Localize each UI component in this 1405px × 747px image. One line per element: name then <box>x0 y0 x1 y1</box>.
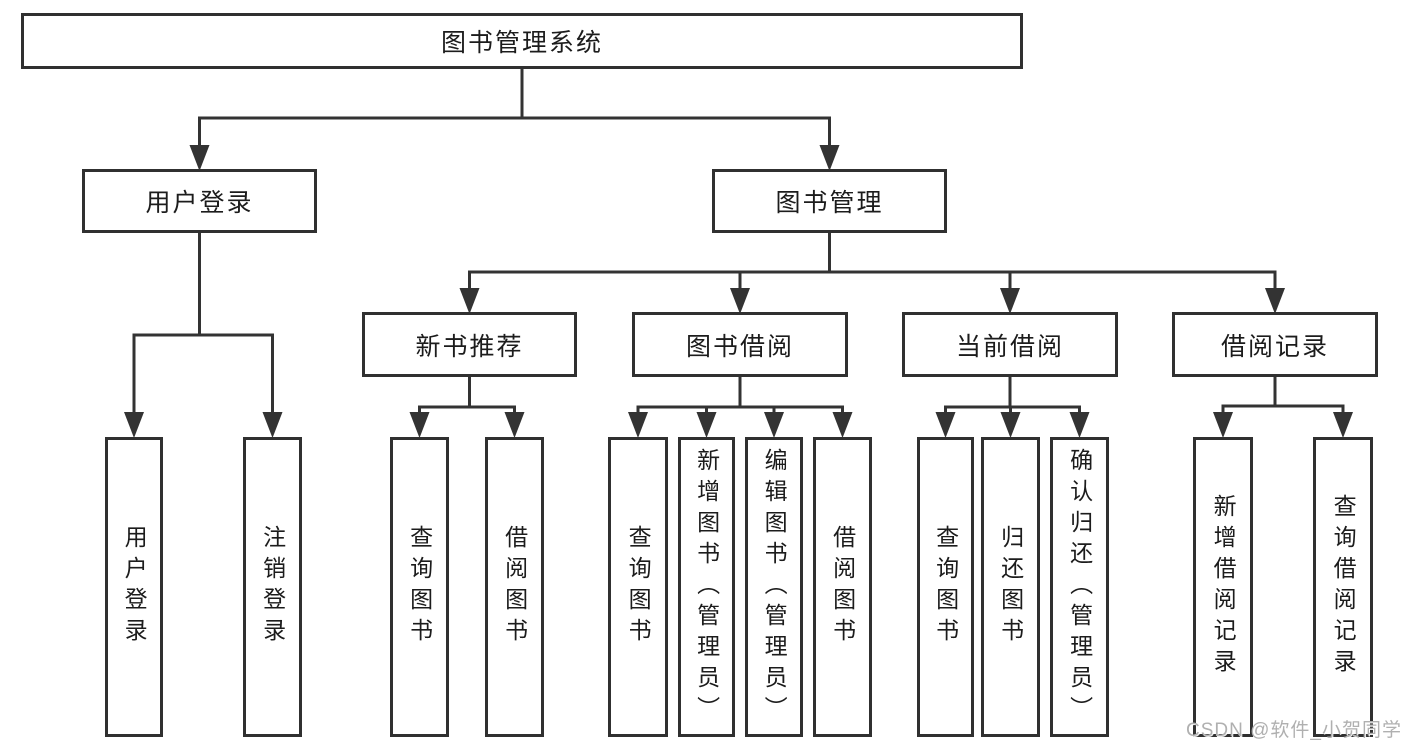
leaf-query-books-label: 查询图书 <box>625 525 652 649</box>
leaf-borrow-books: 借阅图书 <box>485 437 544 737</box>
leaf-edit-books-admin: 编辑图书（管理员） <box>745 437 803 737</box>
node-book-borrowing: 图书借阅 <box>632 312 848 377</box>
leaf-user-login-label: 用户登录 <box>121 525 148 649</box>
leaf-confirm-return-admin-label: 确认归还（管理员） <box>1066 447 1093 727</box>
leaf-query-borrow-record-label: 查询借阅记录 <box>1330 494 1357 680</box>
leaf-return-books-label: 归还图书 <box>997 525 1024 649</box>
leaf-borrow-books-label: 借阅图书 <box>501 525 528 649</box>
leaf-logout-label: 注销登录 <box>259 525 286 649</box>
leaf-confirm-return-admin: 确认归还（管理员） <box>1050 437 1109 737</box>
leaf-add-borrow-record-label: 新增借阅记录 <box>1210 494 1237 680</box>
leaf-query-books-label: 查询图书 <box>406 525 433 649</box>
node-user-login-branch: 用户登录 <box>82 169 317 233</box>
leaf-borrow-books-label: 借阅图书 <box>829 525 856 649</box>
leaf-return-books: 归还图书 <box>981 437 1040 737</box>
leaf-add-books-admin: 新增图书（管理员） <box>678 437 735 737</box>
leaf-borrow-books: 借阅图书 <box>813 437 872 737</box>
leaf-user-login: 用户登录 <box>105 437 163 737</box>
node-borrowing-records: 借阅记录 <box>1172 312 1378 377</box>
node-new-book-recommend: 新书推荐 <box>362 312 577 377</box>
node-current-borrowing: 当前借阅 <box>902 312 1118 377</box>
node-book-management: 图书管理 <box>712 169 947 233</box>
leaf-query-borrow-record: 查询借阅记录 <box>1313 437 1373 737</box>
leaf-query-books: 查询图书 <box>917 437 974 737</box>
leaf-query-books: 查询图书 <box>608 437 668 737</box>
csdn-watermark: CSDN @软件_小贺同学 <box>1186 720 1402 741</box>
leaf-query-books: 查询图书 <box>390 437 449 737</box>
leaf-logout: 注销登录 <box>243 437 302 737</box>
leaf-add-borrow-record: 新增借阅记录 <box>1193 437 1253 737</box>
leaf-edit-books-admin-label: 编辑图书（管理员） <box>761 447 788 727</box>
node-library-system: 图书管理系统 <box>21 13 1023 69</box>
leaf-query-books-label: 查询图书 <box>932 525 959 649</box>
leaf-add-books-admin-label: 新增图书（管理员） <box>693 447 720 727</box>
